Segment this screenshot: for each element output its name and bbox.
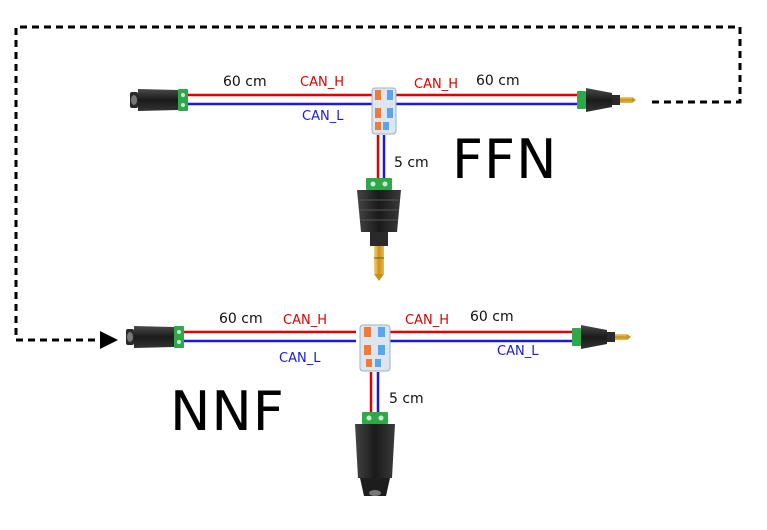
top-branch-male-plug: [357, 178, 401, 281]
bottom-can-h-left-label: CAN_H: [283, 313, 327, 328]
bottom-left-female-jack: [126, 326, 184, 348]
top-right-length-label: 60 cm: [476, 73, 520, 89]
top-left-length-label: 60 cm: [223, 74, 267, 90]
bottom-branch-length-label: 5 cm: [389, 391, 424, 407]
arrowhead-icon: [100, 331, 118, 349]
top-can-l-label: CAN_L: [302, 109, 344, 124]
bottom-assembly-name: NNF: [170, 380, 285, 443]
bottom-right-male-plug: [572, 325, 631, 349]
bottom-can-h-right-label: CAN_H: [405, 313, 449, 328]
top-splice-connector: [371, 87, 397, 135]
top-can-h-right-label: CAN_H: [414, 77, 458, 92]
bottom-can-l-left-label: CAN_L: [279, 351, 321, 366]
top-left-female-jack: [130, 89, 188, 111]
bottom-can-l-right-label: CAN_L: [497, 344, 539, 359]
top-can-h-left-label: CAN_H: [300, 75, 344, 90]
top-branch-length-label: 5 cm: [394, 155, 429, 171]
bottom-splice-connector: [359, 324, 391, 372]
bottom-branch-female-jack: [355, 412, 395, 496]
dashed-connection-line: [14, 25, 742, 342]
bottom-right-length-label: 60 cm: [470, 309, 514, 325]
top-right-male-plug: [577, 88, 636, 112]
top-assembly-name: FFN: [452, 128, 558, 191]
bottom-left-length-label: 60 cm: [219, 311, 263, 327]
